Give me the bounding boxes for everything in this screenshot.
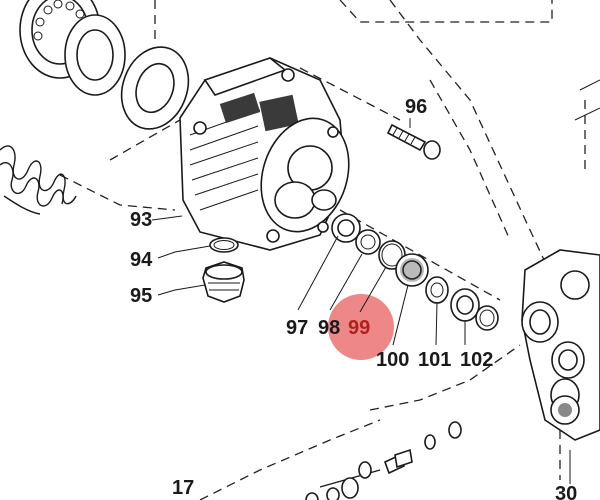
valve-assembly bbox=[305, 421, 462, 500]
leader-lines bbox=[151, 118, 571, 484]
part-label-99: 99 bbox=[348, 317, 370, 339]
part-labels: 93 94 95 96 97 98 99 100 101 102 17 30 bbox=[130, 96, 577, 500]
part-label-101: 101 bbox=[418, 349, 451, 371]
part-label-93: 93 bbox=[130, 209, 152, 231]
spring bbox=[0, 145, 77, 215]
part-label-98: 98 bbox=[318, 317, 340, 339]
seal-97 bbox=[331, 213, 361, 243]
manifold-block bbox=[521, 79, 600, 441]
part-label-102: 102 bbox=[460, 349, 493, 371]
seal-100 bbox=[395, 253, 429, 287]
pump-housing bbox=[179, 57, 350, 251]
highlight-marker bbox=[328, 294, 394, 360]
plug-95 bbox=[202, 261, 245, 303]
part-label-17: 17 bbox=[172, 477, 194, 499]
part-label-100: 100 bbox=[376, 349, 409, 371]
bearing-assembly bbox=[19, 0, 190, 130]
ring-101 bbox=[425, 276, 449, 304]
part-label-97: 97 bbox=[286, 317, 308, 339]
part-label-30: 30 bbox=[555, 483, 577, 500]
part-label-94: 94 bbox=[130, 249, 153, 271]
bolt bbox=[386, 123, 441, 160]
o-ring-94 bbox=[209, 237, 239, 253]
sleeve-102 bbox=[450, 288, 499, 331]
part-label-95: 95 bbox=[130, 285, 152, 307]
seal-98 bbox=[355, 229, 381, 255]
assembly-guide-lines bbox=[59, 0, 586, 500]
part-label-96: 96 bbox=[405, 96, 427, 118]
